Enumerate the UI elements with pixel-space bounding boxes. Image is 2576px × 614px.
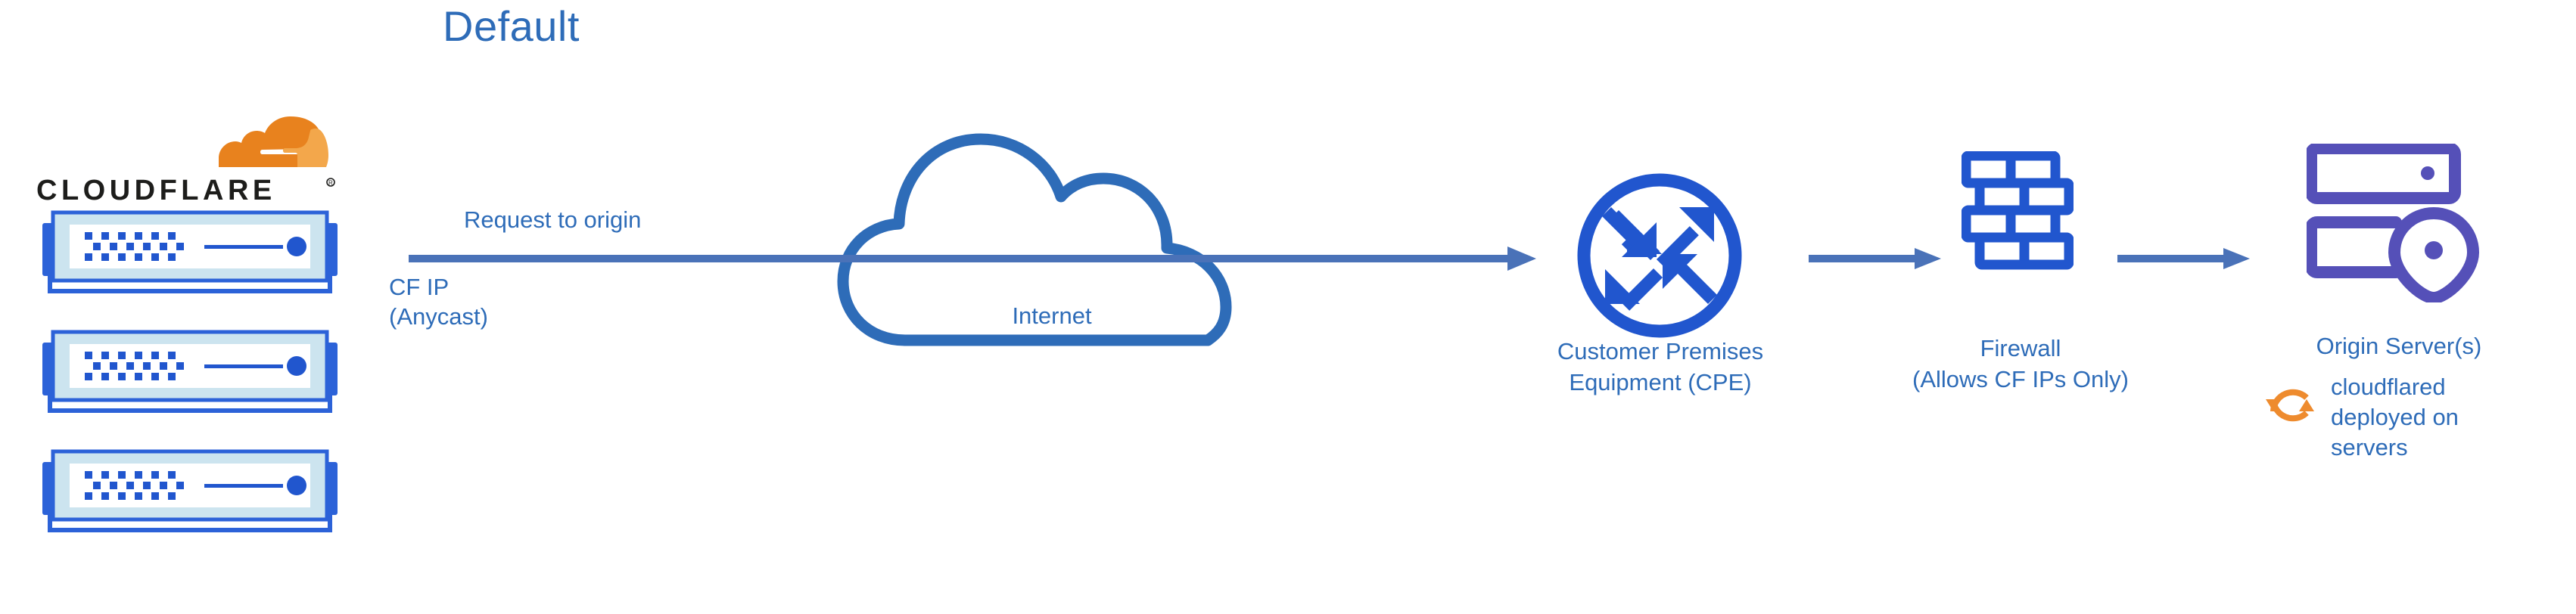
cpe-arrows-circle-icon	[1577, 173, 1742, 338]
firewall-label-line2: (Allows CF IPs Only)	[1912, 366, 2129, 392]
internet-label: Internet	[1012, 302, 1092, 329]
cloudflare-logo: CLOUDFLARE R	[36, 106, 339, 206]
cpe-label-line1: Customer Premises	[1557, 338, 1764, 364]
cloudflared-refresh-icon	[2266, 389, 2314, 422]
svg-text:R: R	[328, 180, 333, 187]
origin-server-icon	[2307, 144, 2479, 302]
cloudflare-server-1	[42, 210, 338, 293]
arrow-cpe-to-firewall	[1809, 248, 1941, 269]
cloudflared-text: cloudflared deployed on servers	[2331, 374, 2459, 460]
firewall-brick-wall-icon	[1962, 151, 2074, 270]
cloudflare-wordmark: CLOUDFLARE R	[36, 175, 335, 206]
page-title: Default	[443, 2, 580, 50]
cpe-label-line2: Equipment (CPE)	[1569, 369, 1752, 395]
cloudflare-server-3	[42, 449, 338, 532]
origin-server-label: Origin Server(s)	[2316, 333, 2482, 359]
request-to-origin-label: Request to origin	[464, 206, 642, 233]
cf-ip-anycast-label: CF IP (Anycast)	[389, 274, 488, 330]
arrow-cloudflare-to-cpe	[409, 247, 1536, 271]
arrow-firewall-to-origin	[2117, 248, 2250, 269]
cloudflare-cloud-icon	[219, 116, 328, 167]
firewall-label: Firewall (Allows CF IPs Only)	[1862, 333, 2179, 395]
cloudflared-annotation: cloudflared deployed on servers	[2263, 372, 2565, 470]
svg-text:CLOUDFLARE: CLOUDFLARE	[36, 175, 276, 206]
cloudflare-server-2	[42, 330, 338, 413]
firewall-label-line1: Firewall	[1980, 335, 2061, 361]
cpe-label: Customer Premises Equipment (CPE)	[1517, 336, 1804, 398]
